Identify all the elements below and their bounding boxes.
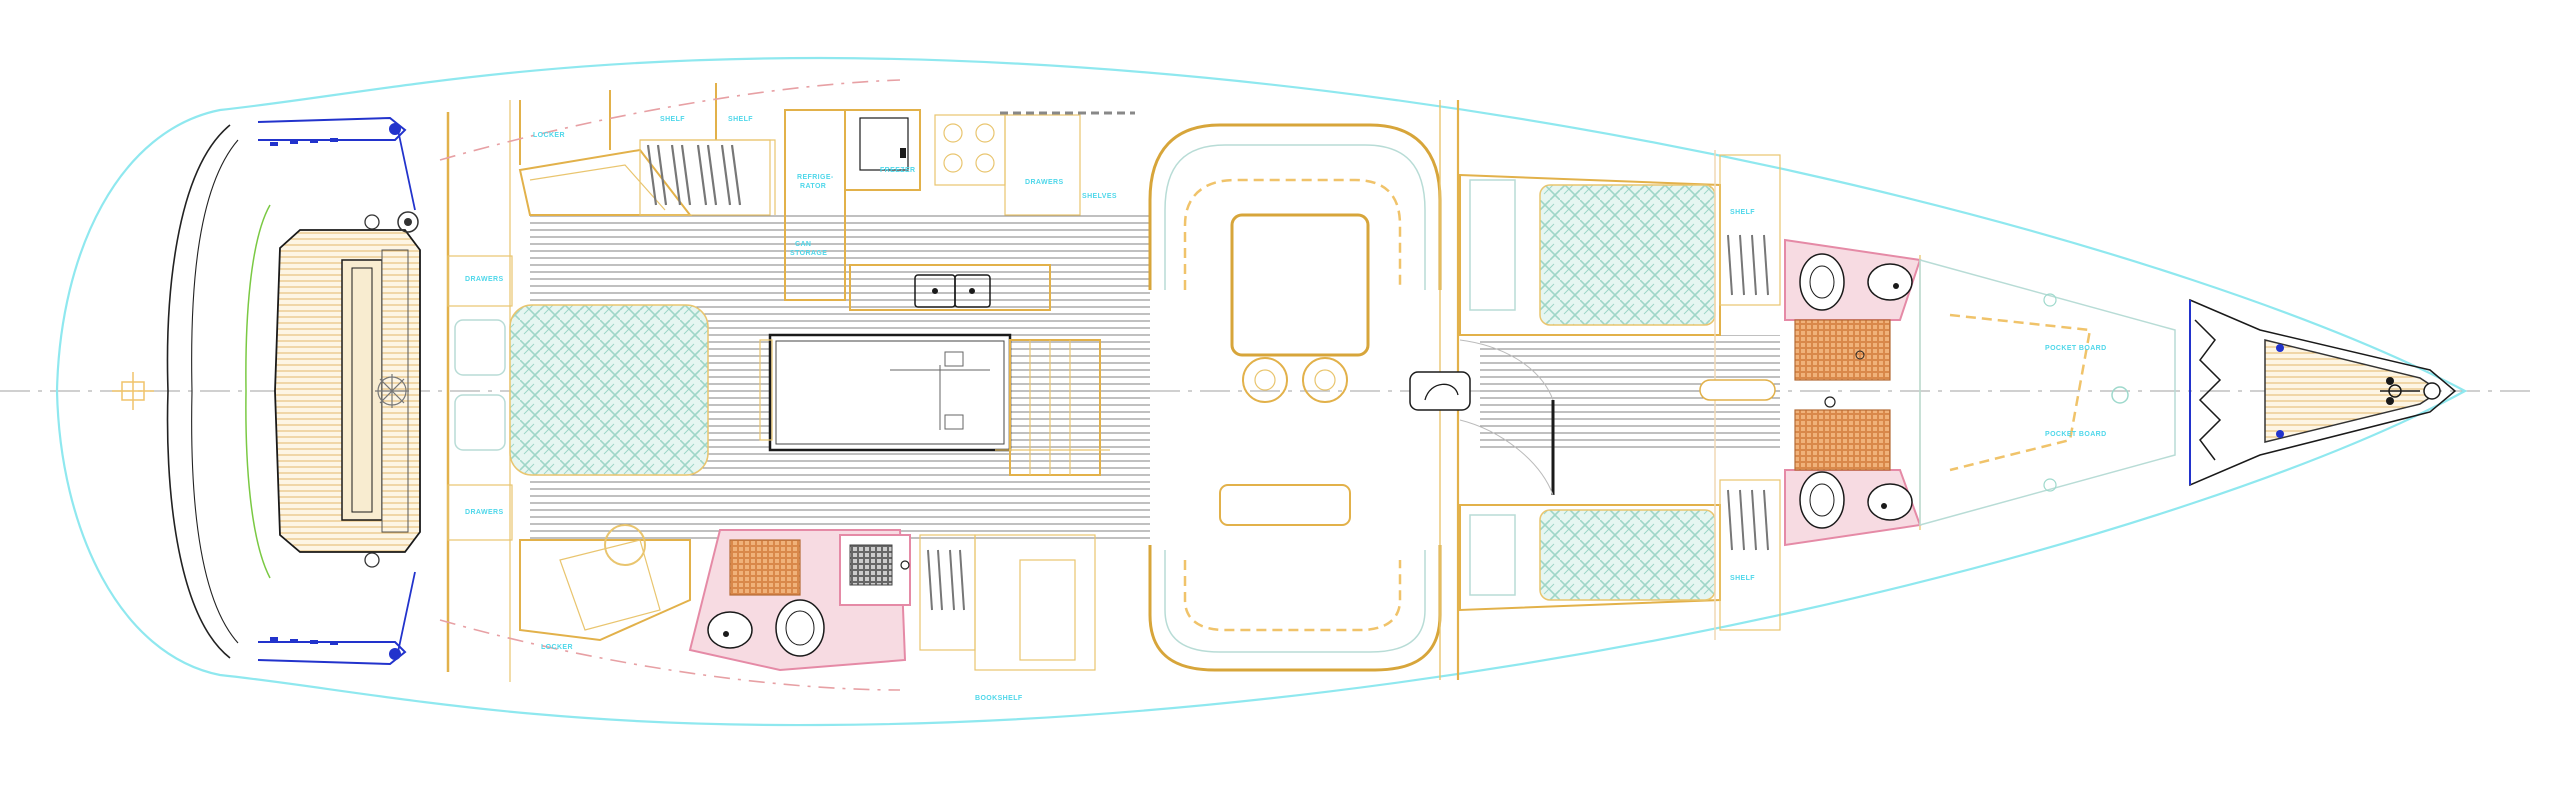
label-drawers-port-upper: DRAWERS xyxy=(465,276,504,283)
aft-cabin-starboard xyxy=(518,148,693,216)
toilet-icon xyxy=(775,599,825,657)
toilet-icon xyxy=(1799,471,1845,529)
label-locker-lower: LOCKER xyxy=(541,644,573,651)
toilet-icon xyxy=(1799,253,1845,311)
nav-station xyxy=(759,333,1012,452)
galley xyxy=(784,109,1135,311)
label-bookshelf: BOOKSHELF xyxy=(975,695,1023,702)
saloon-settee xyxy=(1148,123,1442,403)
compass-rose-icon xyxy=(112,372,154,410)
helm-wheel-icon xyxy=(375,374,409,408)
aft-cabin-port xyxy=(519,524,691,642)
sink-icon xyxy=(707,611,753,649)
companionway-steps xyxy=(995,339,1110,476)
fwd-cabin-port xyxy=(1459,479,1781,631)
stern-deck-fittings xyxy=(257,116,416,666)
aft-drawers-bottom xyxy=(447,484,513,541)
fwd-head-starboard xyxy=(1784,238,1922,381)
stern-winch-icon xyxy=(397,211,419,233)
label-refrigerator: REFRIGE-RATOR xyxy=(797,174,834,190)
stove-icon xyxy=(934,114,1006,186)
fwd-cabin-starboard xyxy=(1459,154,1781,336)
label-freezer: FREEZER xyxy=(880,167,915,174)
aft-berth xyxy=(454,304,709,476)
stern-green-line xyxy=(245,204,271,579)
fwd-cabin-sole xyxy=(1480,335,1780,450)
stern-sheer-line xyxy=(166,124,231,659)
sink-icon xyxy=(1867,483,1913,521)
swim-platform xyxy=(274,211,421,568)
label-shelves-galley: SHELVES xyxy=(1082,193,1117,200)
fwd-head-port xyxy=(1784,396,1922,547)
mast-step xyxy=(1409,371,1471,411)
saloon-table xyxy=(1230,213,1370,357)
hull-outline xyxy=(55,56,2468,727)
aft-drawers-top xyxy=(447,255,513,307)
label-shelf-fwd-upper: SHELF xyxy=(1730,209,1755,216)
forepeak xyxy=(1919,259,2176,526)
label-shelf-2: SHELF xyxy=(728,116,753,123)
wet-locker xyxy=(919,534,976,651)
bow-anchor-locker xyxy=(2189,298,2457,487)
label-pocket-board-upper: POCKET BOARD xyxy=(2045,345,2107,352)
saloon-settee-port xyxy=(1148,484,1442,672)
sink-icon xyxy=(1867,263,1913,301)
hanging-locker xyxy=(639,139,771,216)
stern-sheer-line-2 xyxy=(191,139,239,644)
label-drawers-galley: DRAWERS xyxy=(1025,179,1064,186)
anchor-icon xyxy=(2380,382,2441,400)
aft-vanity-sink-icon xyxy=(604,524,646,566)
bookshelf-cabinet xyxy=(974,534,1096,671)
label-shelf-1: SHELF xyxy=(660,116,685,123)
stern-winch-icon-2 xyxy=(364,214,380,230)
label-locker-upper: LOCKER xyxy=(533,132,565,139)
label-drawers-port-lower: DRAWERS xyxy=(465,509,504,516)
aft-shower xyxy=(839,534,911,606)
label-shelf-fwd-lower: SHELF xyxy=(1730,575,1755,582)
label-pocket-board-lower: POCKET BOARD xyxy=(2045,431,2107,438)
